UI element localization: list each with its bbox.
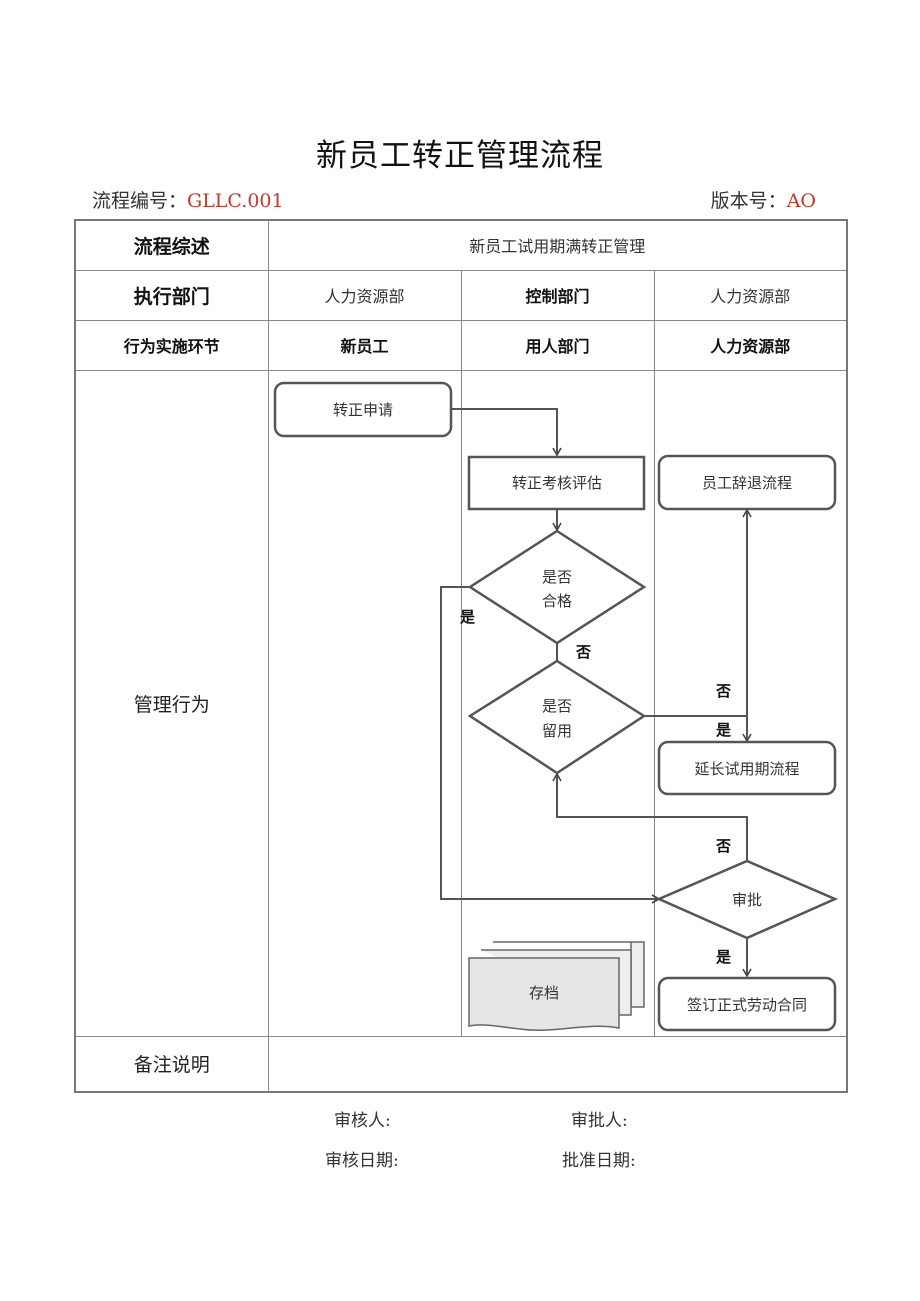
node-assess-label: 转正考核评估 — [512, 474, 602, 492]
node-approve-label: 审批 — [732, 891, 762, 909]
label-yes: 是 — [715, 948, 732, 966]
node-apply: 转正申请 — [273, 381, 453, 438]
connector-apply-to-assess — [451, 408, 562, 457]
node-apply-label: 转正申请 — [333, 401, 393, 419]
node-extend-label: 延长试用期流程 — [694, 760, 799, 778]
dept-value: 人力资源部 — [267, 269, 462, 321]
overview-row: 流程综述 新员工试用期满转正管理 — [74, 219, 848, 271]
node-qualified-label-2: 合格 — [542, 592, 572, 610]
node-retain-label-2: 留用 — [542, 722, 572, 740]
node-assess: 转正考核评估 — [467, 455, 646, 511]
process-code-label: 流程编号： — [92, 190, 188, 212]
node-qualified-label-1: 是否 — [542, 568, 572, 586]
behavior-lane — [267, 369, 462, 1037]
node-contract-label: 签订正式劳动合同 — [687, 996, 807, 1014]
process-code: 流程编号：GLLC.001 — [92, 186, 284, 213]
version: 版本号：AO — [711, 186, 816, 213]
node-extend: 延长试用期流程 — [657, 740, 837, 796]
connector-retain-no-to-dismiss — [644, 508, 752, 717]
connector-retain-yes-to-extend — [644, 715, 752, 743]
label-no: 否 — [715, 837, 731, 855]
dept-value: 人力资源部 — [653, 269, 848, 321]
connector-approve-no-to-retain — [552, 772, 748, 861]
stage-value: 人力资源部 — [653, 319, 848, 371]
node-qualified: 是否 合格 — [467, 529, 647, 645]
stage-row: 行为实施环节 新员工 用人部门 人力资源部 — [74, 319, 848, 371]
connector-qualified-yes-to-approve — [440, 586, 661, 904]
process-code-value: GLLC.001 — [187, 190, 284, 212]
review-date-label: 审核日期: — [325, 1151, 399, 1171]
notes-value — [267, 1035, 848, 1093]
node-retain-label-1: 是否 — [542, 697, 572, 715]
label-no: 否 — [715, 682, 731, 700]
behavior-label: 管理行为 — [74, 369, 269, 1037]
node-approve: 审批 — [655, 859, 839, 940]
approve-date-label: 批准日期: — [562, 1151, 636, 1171]
reviewer-label: 审核人: — [334, 1111, 391, 1131]
overview-label: 流程综述 — [74, 219, 269, 271]
overview-value: 新员工试用期满转正管理 — [267, 219, 848, 271]
node-archive-label: 存档 — [529, 984, 559, 1002]
label-yes: 是 — [459, 608, 476, 626]
notes-row: 备注说明 — [74, 1035, 848, 1093]
page-title: 新员工转正管理流程 — [316, 138, 604, 174]
notes-label: 备注说明 — [74, 1035, 269, 1093]
node-retain: 是否 留用 — [467, 659, 647, 775]
version-label: 版本号： — [710, 190, 787, 212]
dept-row: 执行部门 人力资源部 控制部门 人力资源部 — [74, 269, 848, 321]
node-dismiss-label: 员工辞退流程 — [702, 474, 792, 492]
label-no: 否 — [575, 643, 591, 661]
approver-label: 审批人: — [571, 1111, 628, 1131]
node-contract: 签订正式劳动合同 — [657, 976, 837, 1032]
node-archive: 存档 — [468, 941, 645, 1032]
stage-label: 行为实施环节 — [74, 319, 269, 371]
version-value: AO — [786, 190, 816, 212]
dept-label: 执行部门 — [74, 269, 269, 321]
node-dismiss: 员工辞退流程 — [657, 454, 837, 511]
dept-value: 控制部门 — [460, 269, 655, 321]
label-yes: 是 — [715, 721, 732, 739]
